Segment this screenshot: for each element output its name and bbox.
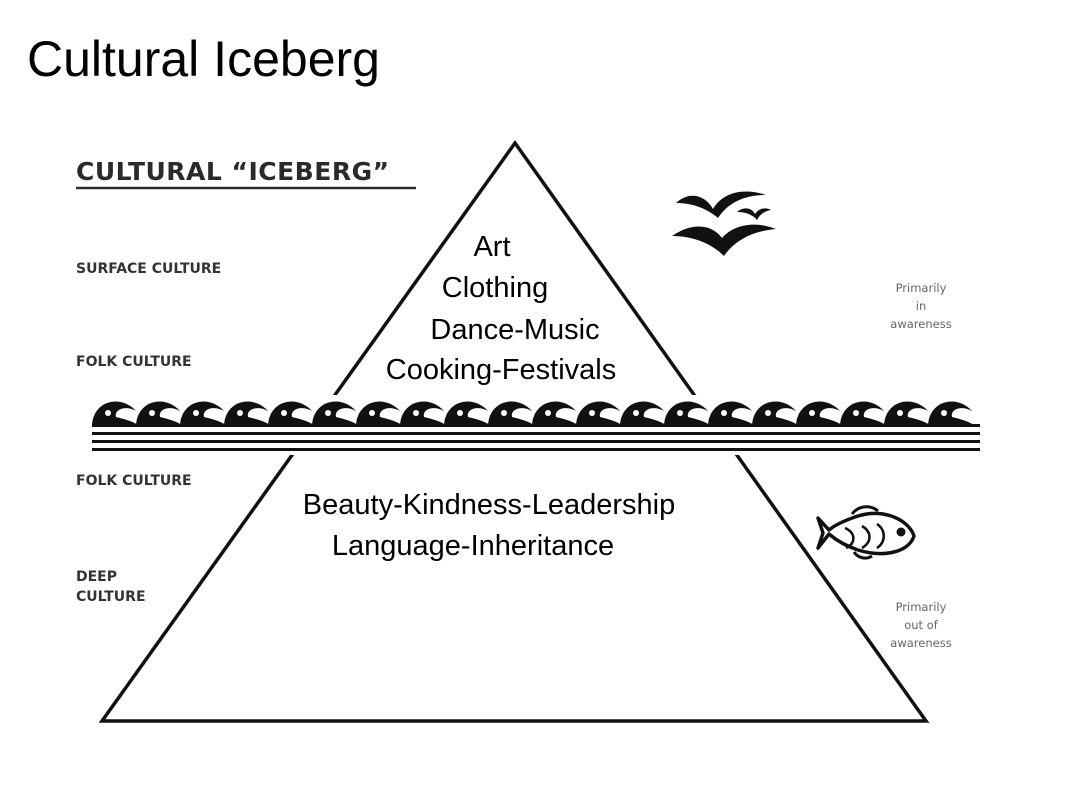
deep-culture-label-line2: CULTURE xyxy=(76,589,146,605)
wave-foam xyxy=(325,410,331,416)
wave-foam xyxy=(589,410,595,416)
folk-culture-bottom-label: FOLK CULTURE xyxy=(76,473,192,489)
wave-foam xyxy=(105,410,111,416)
wave-crest xyxy=(532,401,578,425)
wave-crest xyxy=(620,401,666,425)
wave-crest xyxy=(180,401,226,425)
wave-crest xyxy=(136,401,182,425)
above-item-dance-music: Dance-Music xyxy=(430,314,599,346)
wave-crest xyxy=(840,401,886,425)
wave-crest xyxy=(92,401,138,425)
wave-foam xyxy=(281,410,287,416)
surface-culture-label: SURFACE CULTURE xyxy=(76,261,221,277)
wave-foam xyxy=(457,410,463,416)
fish-icon xyxy=(816,505,916,560)
above-item-art: Art xyxy=(473,231,510,263)
wave-foam xyxy=(545,410,551,416)
wave-foam xyxy=(677,410,683,416)
awareness-bottom-line3: awareness xyxy=(890,636,951,650)
awareness-top-line2: in xyxy=(916,299,926,313)
wave-crest xyxy=(576,401,622,425)
wave-foam xyxy=(633,410,639,416)
wave-foam xyxy=(721,410,727,416)
wave-foam xyxy=(149,410,155,416)
deep-culture-label-line1: DEEP xyxy=(76,569,117,585)
wave-crest xyxy=(708,401,754,425)
wave-foam xyxy=(413,410,419,416)
wave-crest xyxy=(444,401,490,425)
wave-foam xyxy=(369,410,375,416)
awareness-bottom-line1: Primarily xyxy=(896,600,947,614)
awareness-bottom-line2: out of xyxy=(904,618,939,632)
wave-crest xyxy=(884,401,930,425)
wave-crest xyxy=(752,401,798,425)
slide-title: Cultural Iceberg xyxy=(27,31,380,87)
wave-foam xyxy=(501,410,507,416)
wave-crest xyxy=(796,401,842,425)
wave-foam xyxy=(897,410,903,416)
wave-foam xyxy=(853,410,859,416)
wave-foam xyxy=(809,410,815,416)
birds-icon xyxy=(672,191,776,256)
folk-culture-top-label: FOLK CULTURE xyxy=(76,354,192,370)
above-item-cooking-festivals: Cooking-Festivals xyxy=(386,354,616,386)
wave-crest xyxy=(488,401,534,425)
wave-crest xyxy=(224,401,270,425)
above-item-clothing: Clothing xyxy=(442,272,548,304)
below-item-language: Language-Inheritance xyxy=(332,530,614,562)
wave-crest xyxy=(664,401,710,425)
wave-crest xyxy=(312,401,358,425)
waves-icon xyxy=(92,395,980,455)
wave-foam xyxy=(765,410,771,416)
diagram-heading: CULTURAL “ICEBERG” xyxy=(76,157,390,186)
wave-foam xyxy=(237,410,243,416)
below-item-values: Beauty-Kindness-Leadership xyxy=(303,489,675,521)
awareness-top-line3: awareness xyxy=(890,317,951,331)
wave-foam xyxy=(193,410,199,416)
wave-crest xyxy=(356,401,402,425)
wave-crest xyxy=(400,401,446,425)
awareness-top-line1: Primarily xyxy=(896,281,947,295)
wave-crest xyxy=(928,401,974,425)
wave-foam xyxy=(941,410,947,416)
wave-crest xyxy=(268,401,314,425)
